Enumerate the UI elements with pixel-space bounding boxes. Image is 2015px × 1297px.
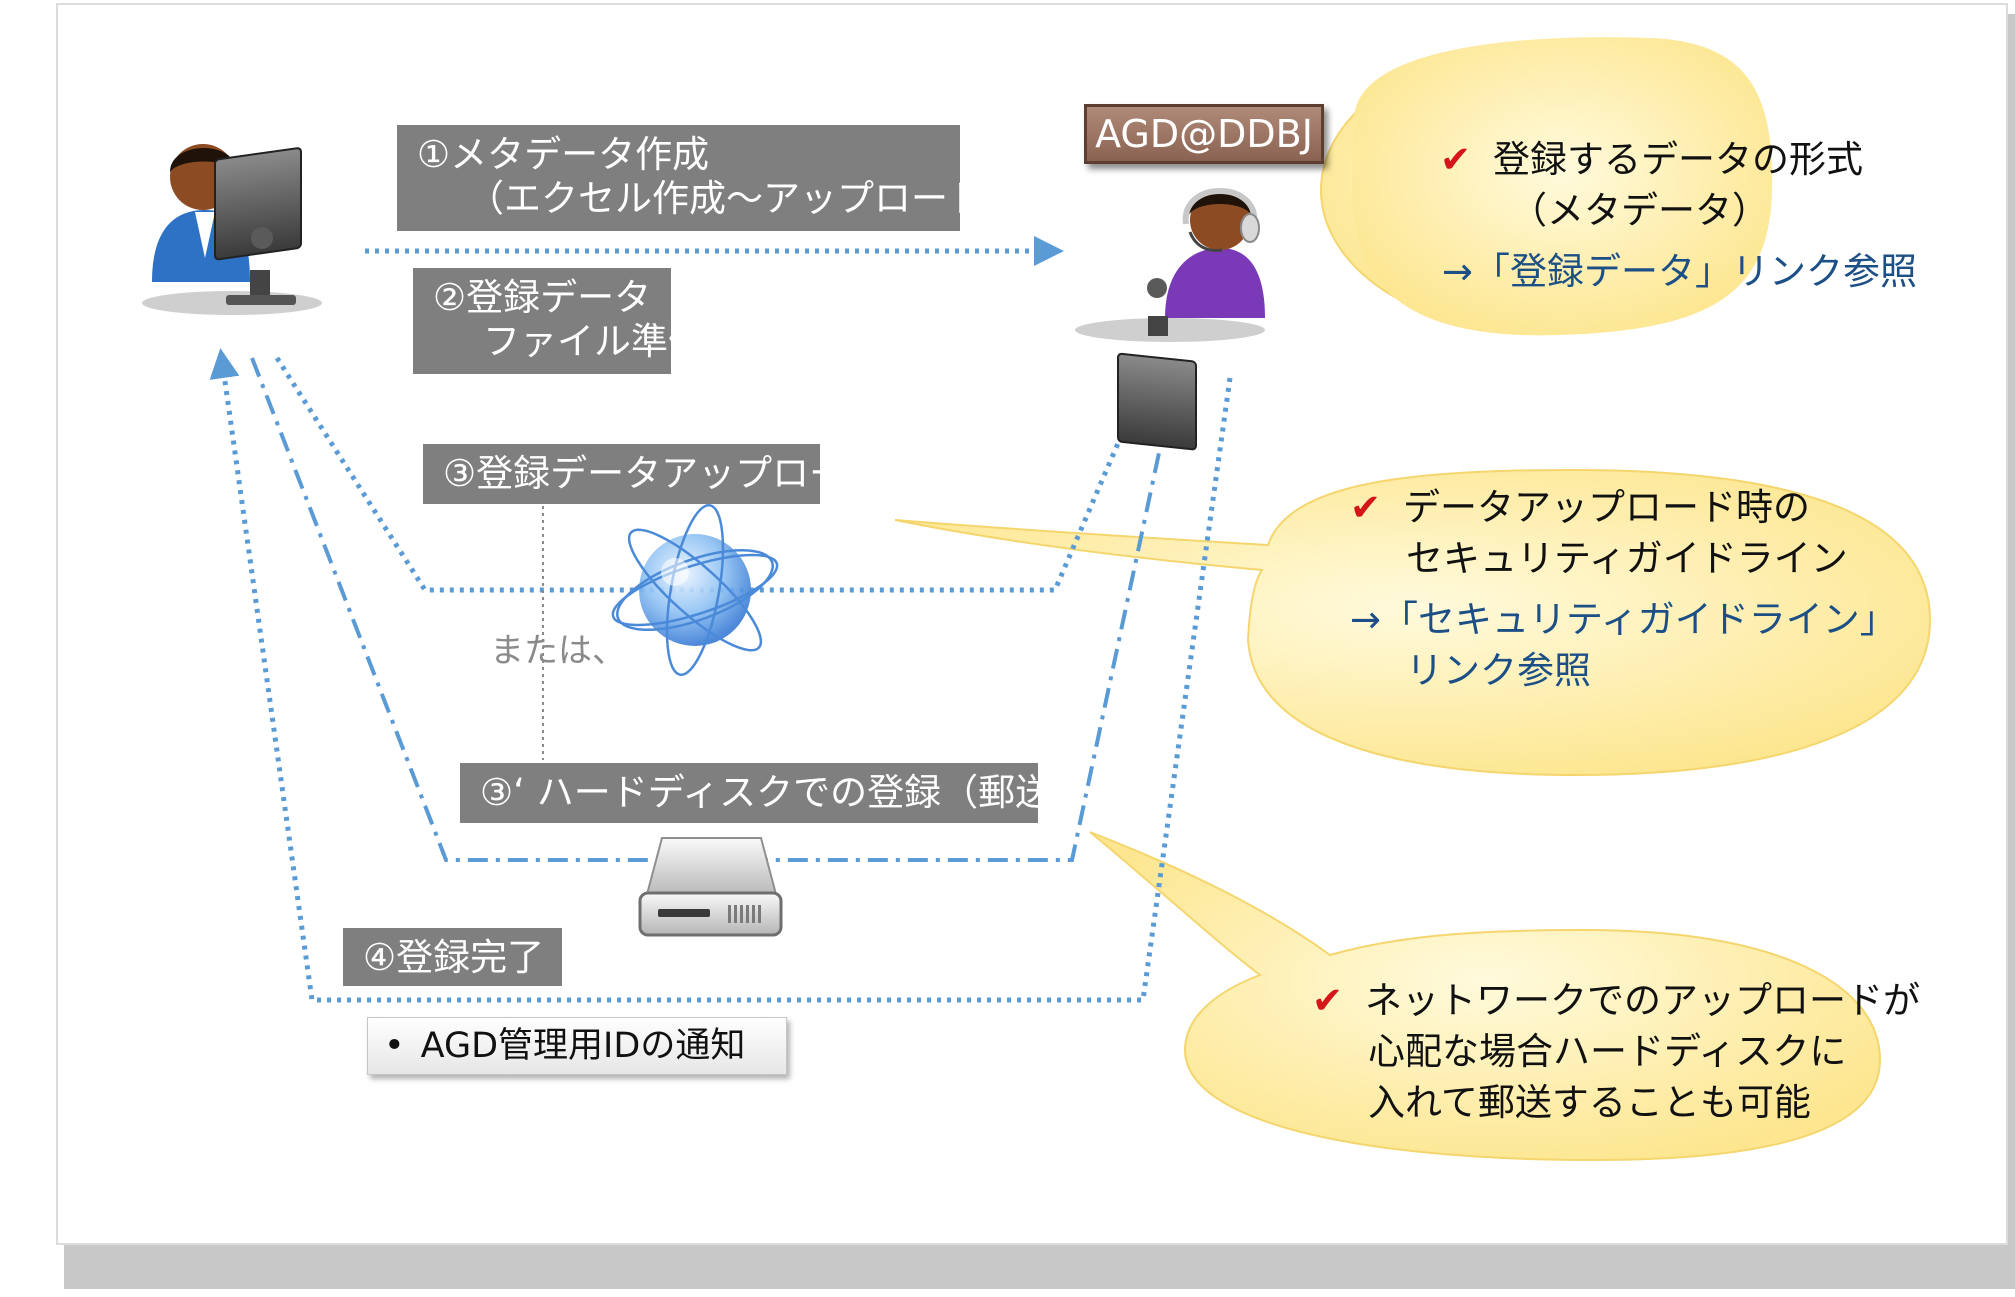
callout-security-line1: データアップロード時の	[1403, 486, 1811, 529]
operator-with-headset-icon	[1075, 188, 1265, 451]
step1-line1: ①メタデータ作成	[417, 133, 710, 176]
callout-security-line2: セキュリティガイドライン	[1406, 537, 1848, 580]
check-icon: ✔	[1350, 486, 1382, 529]
user-at-computer-icon	[142, 144, 322, 315]
callout-harddisk	[1089, 831, 1882, 1162]
callout-format-line2: （メタデータ）	[1510, 189, 1769, 232]
step2-label: ②登録データ ファイル準備	[413, 268, 705, 374]
bullet: •	[384, 1026, 405, 1066]
step2-line1: ②登録データ	[433, 276, 652, 319]
step3-label: ③登録データアップロード	[423, 444, 883, 504]
notification-note: • AGD管理用IDの通知	[367, 1017, 787, 1075]
callout-security	[894, 468, 1932, 777]
or-text: または、	[490, 631, 626, 671]
callout-format-line3: →「登録データ」リンク参照	[1442, 250, 1918, 293]
step1-label: ①メタデータ作成 （エクセル作成～アップロード）	[397, 125, 1022, 231]
globe-network-icon	[611, 503, 779, 677]
server-label: AGD@DDBJ	[1084, 104, 1324, 164]
step3b-label: ③‘ ハードディスクでの登録（郵送）	[460, 763, 1089, 823]
notification-text: AGD管理用IDの通知	[420, 1026, 746, 1066]
callout-harddisk-line3: 入れて郵送することも可能	[1368, 1081, 1811, 1124]
callout-security-line3: →「セキュリティガイドライン」	[1350, 598, 1897, 641]
check-icon: ✔	[1440, 138, 1472, 181]
hard-disk-icon	[638, 837, 783, 937]
callout-format-line1: 登録するデータの形式	[1493, 138, 1864, 181]
callout-harddisk-text: ✔ ネットワークでのアップロードが 心配な場合ハードディスクに 入れて郵送すること…	[1312, 975, 1920, 1128]
check-icon: ✔	[1312, 979, 1344, 1022]
step4-label: ④登録完了	[343, 928, 562, 986]
callout-format-text: ✔ 登録するデータの形式 （メタデータ） →「登録データ」リンク参照	[1440, 134, 1917, 297]
step1-line2: （エクセル作成～アップロード）	[467, 177, 1022, 220]
callout-harddisk-line2: 心配な場合ハードディスクに	[1368, 1030, 1847, 1073]
callout-security-text: ✔ データアップロード時の セキュリティガイドライン →「セキュリティガイドライン…	[1350, 482, 1897, 696]
step2-line2: ファイル準備	[483, 320, 705, 363]
callout-security-line4: リンク参照	[1406, 649, 1591, 692]
callout-harddisk-line1: ネットワークでのアップロードが	[1365, 979, 1921, 1022]
callout-format	[1320, 37, 1773, 336]
arrow-complete	[209, 348, 1233, 1003]
